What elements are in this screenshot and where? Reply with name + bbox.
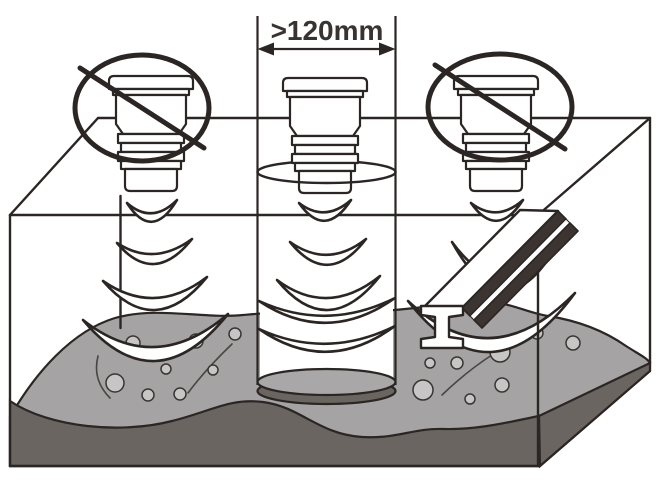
prohibition-slash-icon <box>77 65 207 151</box>
sensor-thread <box>293 143 357 156</box>
wave-crescent <box>297 198 353 222</box>
prohibition-circle-icon <box>72 52 212 164</box>
prohibition-circle-icon <box>425 51 575 163</box>
prohibition-sign-left <box>72 52 212 164</box>
sensor-right <box>452 74 540 193</box>
sensor-transducer <box>468 167 524 193</box>
sensor-body <box>459 93 533 136</box>
prohibition-slash-icon <box>432 62 568 152</box>
surface-front-face <box>8 398 541 468</box>
tube-top-rim-front <box>256 170 397 185</box>
wave-crescent <box>275 274 382 312</box>
sensor-thread <box>290 134 360 147</box>
tube-bottom-surface <box>256 367 397 397</box>
sensor-cap <box>281 76 369 93</box>
sensor-body <box>288 95 362 138</box>
dimension-annotation: >120mm <box>257 15 396 56</box>
wave-arc-in-tube <box>257 296 397 325</box>
dimension-arrowhead-right-icon <box>379 42 396 56</box>
sensor-thread <box>290 152 360 165</box>
i-beam-obstacle <box>419 208 579 350</box>
sensor-thread <box>461 132 531 145</box>
sensor-middle <box>281 76 369 195</box>
sensor-thread <box>119 141 183 154</box>
i-beam-cross-section <box>419 304 465 350</box>
sound-waves-left <box>81 194 230 363</box>
wave-crescent <box>101 275 209 312</box>
sensor-thread <box>464 141 528 154</box>
dimension-arrowhead-left-icon <box>257 42 274 56</box>
prohibition-sign-right <box>425 51 575 163</box>
sensor-thread <box>116 132 186 145</box>
wave-crescent <box>81 312 230 363</box>
tank-top-right-edge <box>536 116 652 217</box>
sensor-cap <box>107 74 195 91</box>
i-beam-flange-shadow <box>473 222 579 329</box>
sensor-transducer <box>123 167 179 193</box>
sound-waves-middle <box>257 198 397 354</box>
sensor-thread <box>293 161 357 173</box>
wave-crescent <box>125 198 179 223</box>
wave-crescent <box>115 237 194 266</box>
surface-side-face <box>537 361 652 469</box>
wave-crescent <box>469 198 525 222</box>
dimension-label: >120mm <box>271 15 384 46</box>
wave-crescent <box>288 237 368 266</box>
wave-arc-in-tube <box>257 324 397 354</box>
